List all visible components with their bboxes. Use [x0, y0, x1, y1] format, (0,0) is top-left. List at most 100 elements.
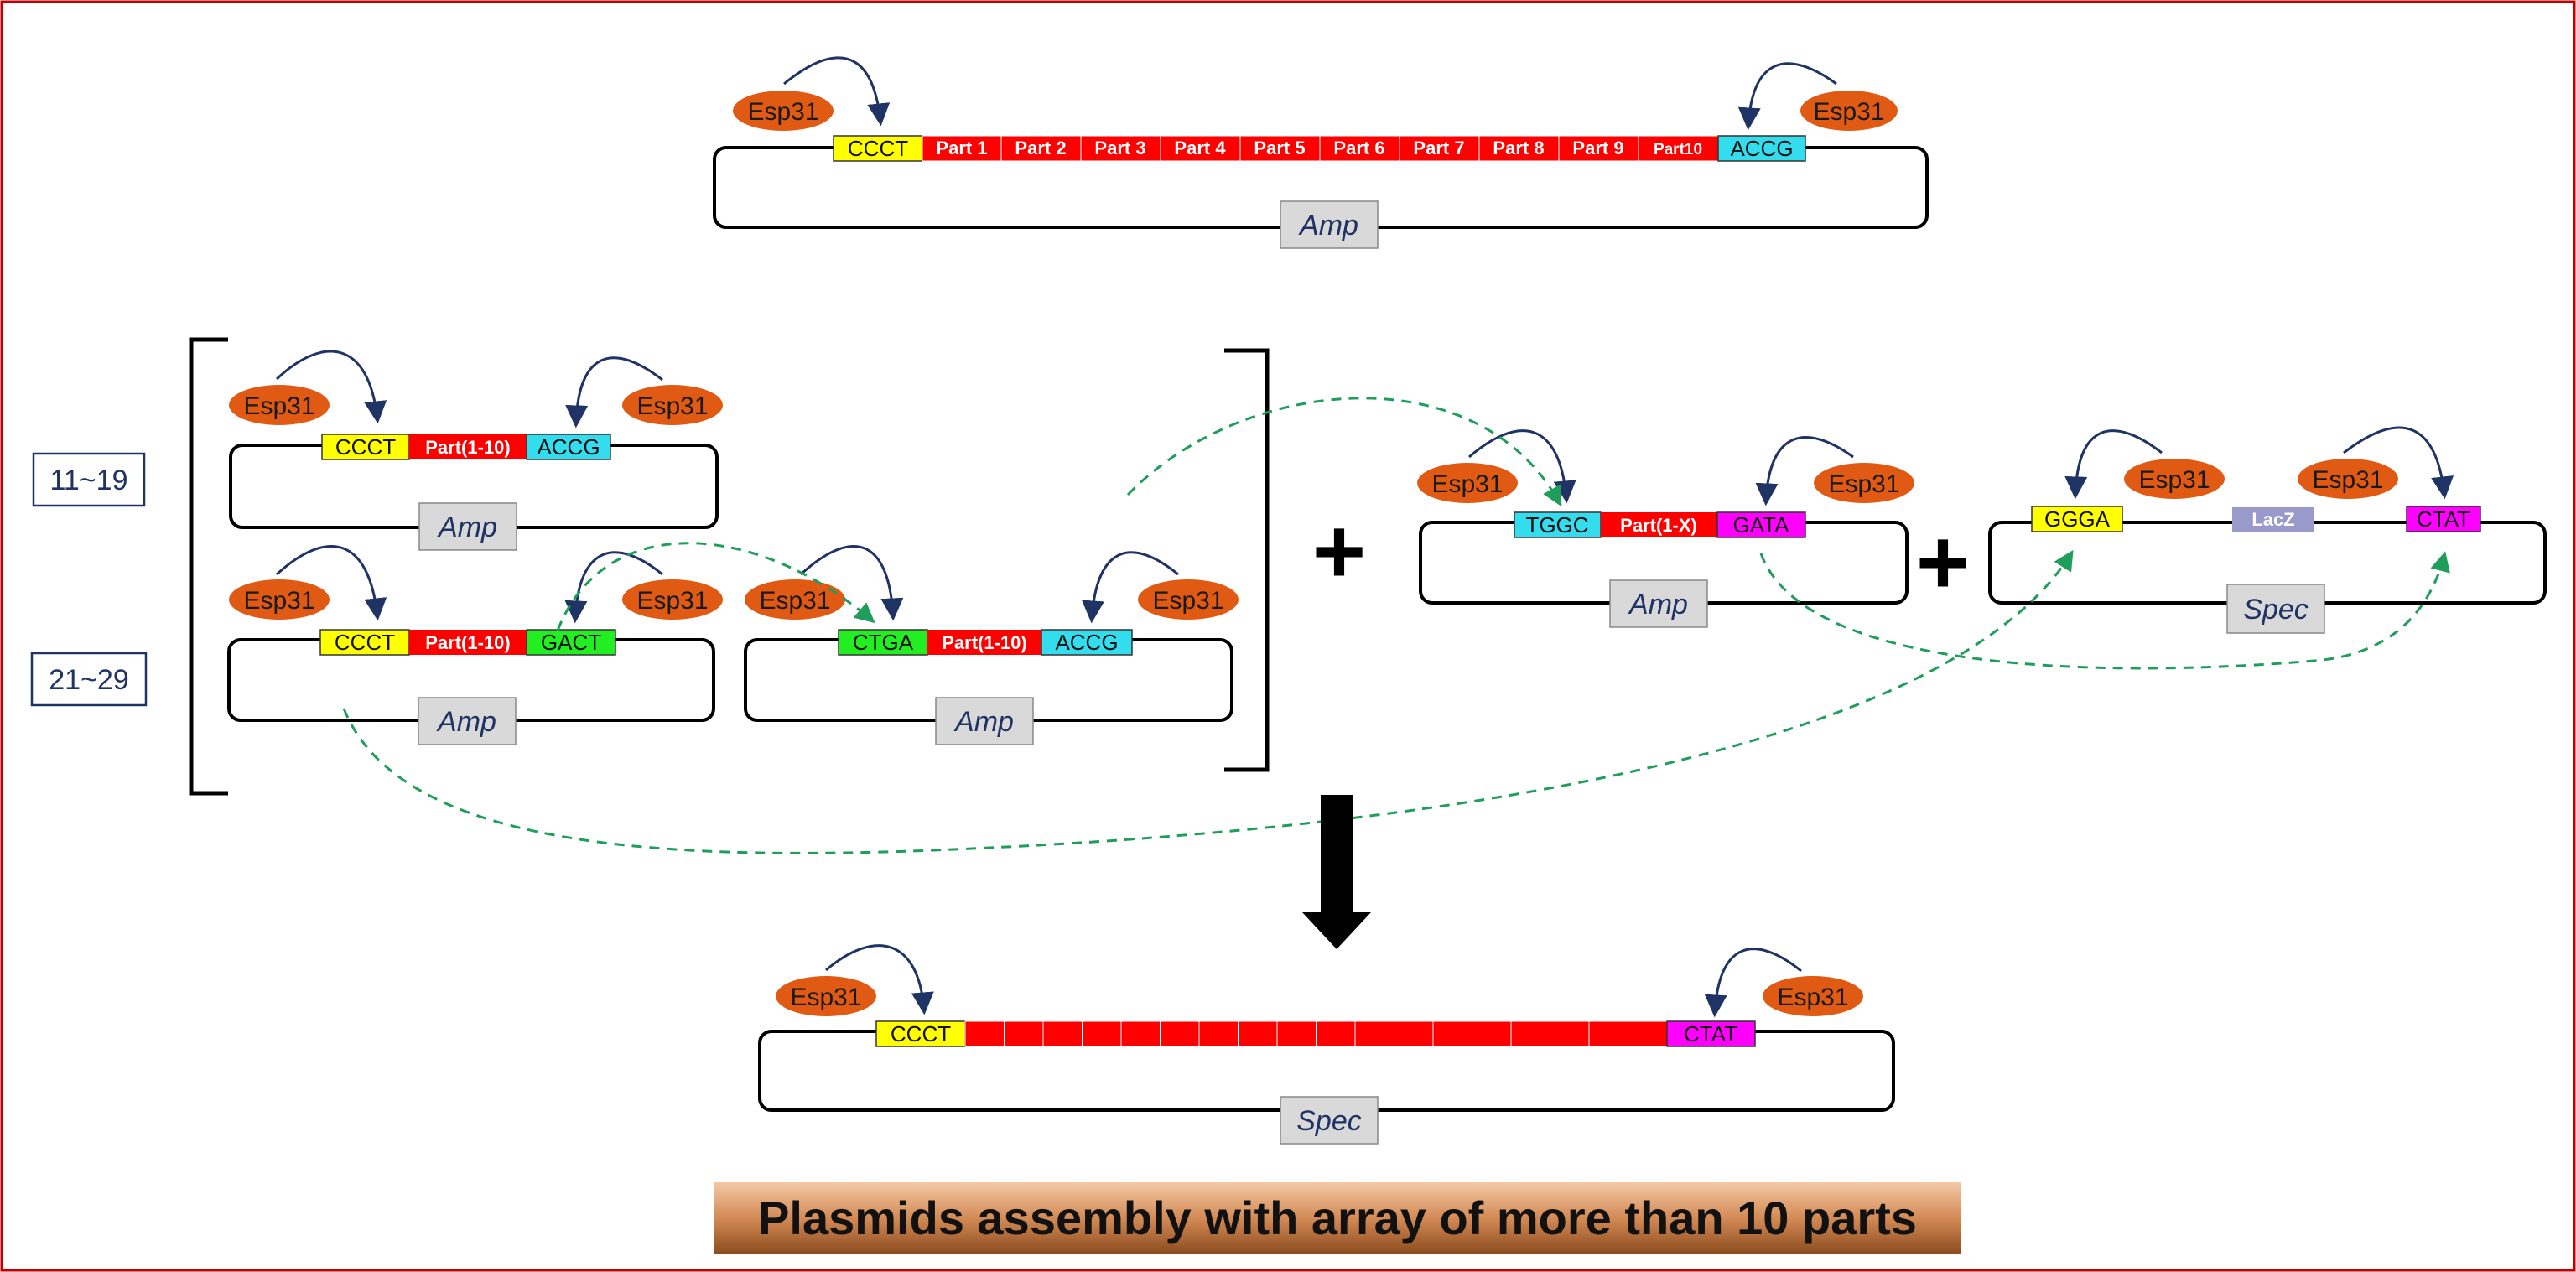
- part-label: Part 6: [1333, 138, 1384, 158]
- enzyme-shape: [733, 91, 834, 131]
- site-left: [319, 629, 410, 656]
- marker-box: [935, 697, 1034, 745]
- site-left: [1514, 511, 1602, 538]
- marker-box: [2226, 584, 2325, 634]
- enzyme-label: Esp31: [1828, 470, 1899, 498]
- esp31-enzyme-left: Esp31: [745, 579, 845, 620]
- esp31-enzyme-right: Esp31: [622, 579, 723, 620]
- cut-arrow: [825, 944, 934, 1015]
- part-block: [1000, 135, 1082, 162]
- part-block: [927, 630, 1041, 655]
- part-block: [1558, 135, 1639, 162]
- site-left: [838, 629, 928, 656]
- lacz-block: [2232, 507, 2314, 532]
- part-label: Part(1-10): [425, 632, 510, 653]
- marker-box: [1280, 1096, 1379, 1145]
- part-block: [1510, 1020, 1550, 1047]
- part-block: [1601, 512, 1717, 537]
- enzyme-label: Esp31: [2138, 466, 2210, 494]
- site-right: [526, 629, 616, 656]
- site-left-label: GGGA: [2044, 506, 2111, 532]
- marker-box: [1280, 200, 1379, 249]
- enzyme-shape: [622, 385, 723, 425]
- part-block: [922, 135, 1002, 162]
- right-bracket: [1224, 348, 1270, 772]
- enzyme-label: Esp31: [636, 392, 708, 420]
- enzyme-shape: [622, 579, 723, 620]
- title-banner: Plasmids assembly with array of more tha…: [714, 1182, 1961, 1254]
- marker-label: Amp: [1298, 210, 1358, 241]
- vector-plasmid: GGGA LacZ CTAT Spec Esp31 Esp31: [1988, 426, 2547, 634]
- range-label: 11~19: [50, 465, 128, 496]
- product-plasmid: CCCT CTAT Spec Esp31 Esp31: [758, 944, 1895, 1145]
- enzyme-shape: [1763, 976, 1863, 1016]
- part-block: [1120, 1020, 1161, 1047]
- esp31-enzyme-left: Esp31: [229, 385, 330, 425]
- part-block: [1239, 135, 1321, 162]
- part-label: Part 4: [1174, 138, 1226, 158]
- esp31-enzyme-right: Esp31: [1138, 579, 1239, 620]
- part-label: Part(1-10): [425, 437, 510, 458]
- part-label: Part10: [1654, 141, 1702, 158]
- part-block: [1238, 1020, 1278, 1047]
- site-left-label: CTGA: [853, 630, 914, 655]
- cut-arrow: [2064, 429, 2163, 500]
- cut-arrow: [1468, 429, 1576, 504]
- enzyme-label: Esp31: [243, 392, 314, 420]
- part-label: Part 5: [1254, 138, 1305, 158]
- part-block: [409, 434, 527, 459]
- site-right-label: CTAT: [1684, 1021, 1737, 1046]
- part-block: [1588, 1020, 1628, 1047]
- part-label: Part 8: [1493, 138, 1544, 158]
- site-right: [1717, 135, 1806, 162]
- enzyme-shape: [1138, 579, 1239, 620]
- plus-sign: +: [1312, 500, 1366, 603]
- site-right-label: ACCG: [1055, 630, 1118, 655]
- enzyme-shape: [229, 579, 330, 620]
- enzyme-shape: [1417, 463, 1518, 503]
- part-block: [1354, 1020, 1394, 1047]
- range-box: [32, 452, 146, 507]
- part-block: [1198, 1020, 1239, 1047]
- part-block: [1276, 1020, 1317, 1047]
- site-left-label: CCCT: [335, 630, 395, 655]
- part-block: [964, 1020, 1005, 1047]
- part-block: [1472, 1020, 1512, 1047]
- enzyme-label: Esp31: [790, 984, 861, 1011]
- middle-plasmid: TGGC Part(1-X) GATA Amp Esp31 Esp31: [1417, 429, 1914, 628]
- enzyme-label: Esp31: [1813, 98, 1884, 126]
- part-block: [409, 630, 527, 655]
- esp31-enzyme-left: Esp31: [1417, 463, 1518, 503]
- enzyme-label: Esp31: [243, 587, 314, 615]
- cut-arrow: [799, 544, 904, 621]
- marker-box: [418, 697, 517, 745]
- down-arrow: [1302, 795, 1371, 949]
- part-label: Part 7: [1413, 138, 1464, 158]
- enzyme-label: Esp31: [1152, 587, 1223, 615]
- plus-sign: +: [1916, 511, 1970, 614]
- marker-label: Amp: [1628, 589, 1688, 620]
- marker-label: Amp: [436, 706, 496, 738]
- marker-box: [418, 502, 517, 551]
- esp31-enzyme-right: Esp31: [1763, 976, 1863, 1016]
- ligation-arrow: [1759, 551, 2450, 670]
- left-bracket: [189, 337, 228, 796]
- marker-label: Spec: [1296, 1105, 1362, 1137]
- part-block: [1319, 135, 1400, 162]
- site-right: [1666, 1020, 1756, 1047]
- site-left: [2031, 506, 2123, 532]
- cut-arrow: [2343, 426, 2454, 500]
- site-left-label: CCCT: [848, 136, 908, 161]
- ligation-arrow: [1126, 397, 1562, 507]
- part-block: [1432, 1020, 1472, 1047]
- top-plasmid: CCCT Part 1 Part 2 Part 3 Part 4 Part 5 …: [713, 56, 1929, 249]
- part-label: Part 1: [936, 138, 987, 158]
- site-right-label: GATA: [1733, 512, 1790, 537]
- marker-label: Amp: [437, 511, 497, 543]
- part-block: [1082, 1020, 1122, 1047]
- part-label: Part 9: [1572, 138, 1623, 158]
- cut-arrow: [275, 545, 387, 621]
- esp31-enzyme-right: Esp31: [1814, 463, 1914, 503]
